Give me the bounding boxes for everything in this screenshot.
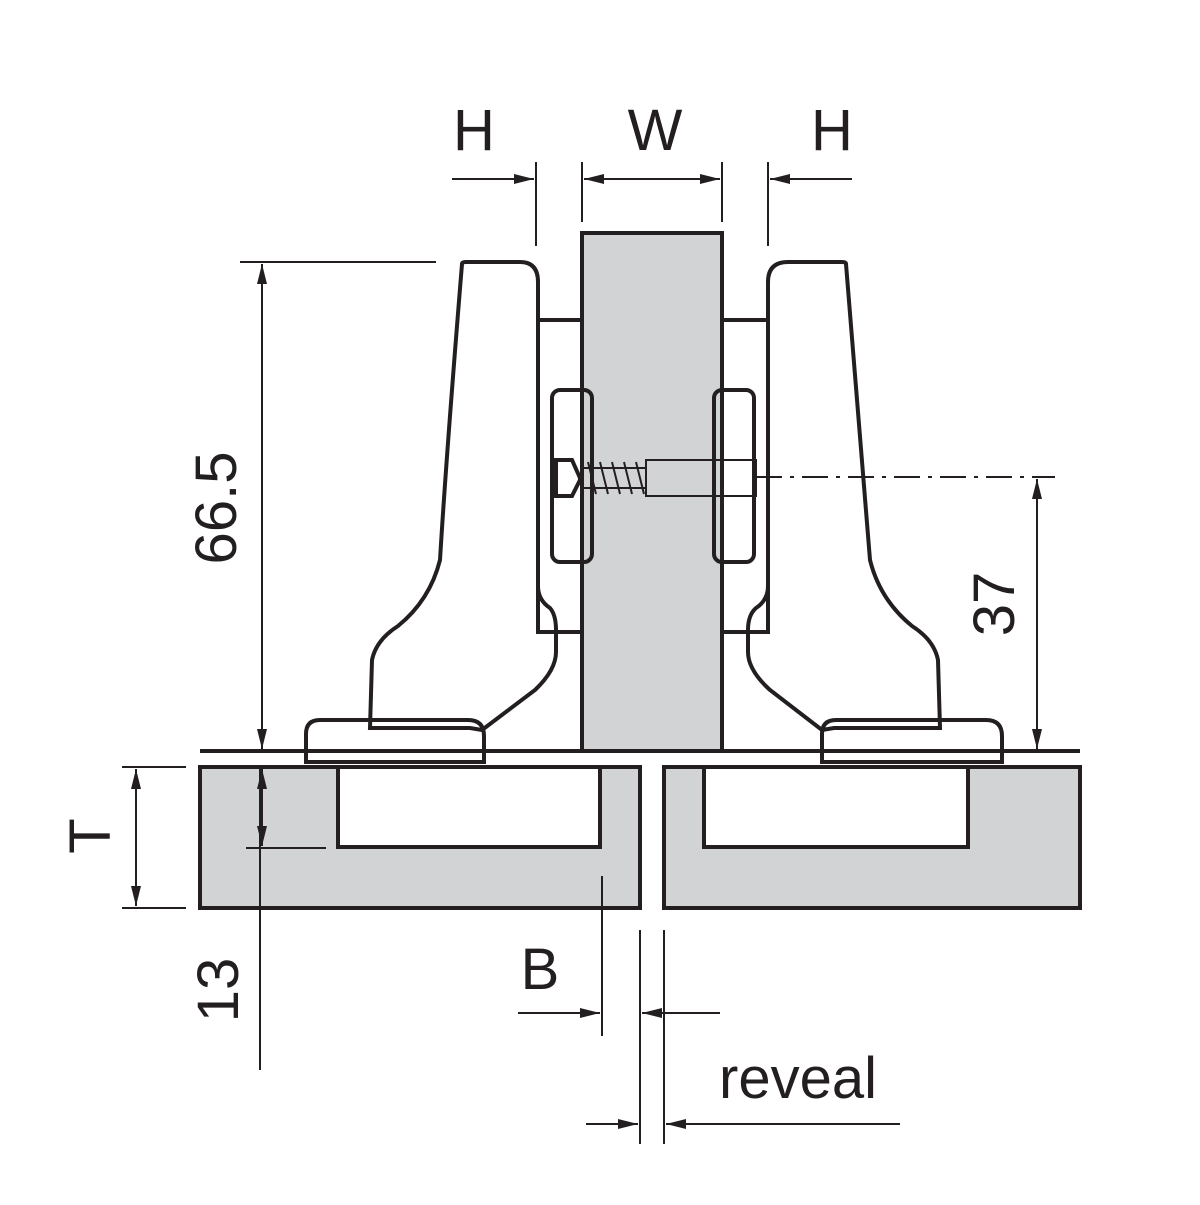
label-reveal: reveal: [719, 1046, 877, 1111]
dimension-labels: H W H 66.5 37 T 13 B reveal: [58, 98, 1027, 1111]
extension-lines: [122, 162, 769, 1144]
label-t: T: [58, 818, 123, 853]
label-37: 37: [962, 572, 1027, 637]
label-h-left: H: [453, 98, 495, 163]
label-13: 13: [186, 958, 251, 1023]
label-h-right: H: [811, 98, 853, 163]
dimension-arrows: [131, 174, 1042, 1129]
right-door: [662, 765, 1082, 910]
left-door: [198, 765, 642, 910]
label-w: W: [628, 98, 683, 163]
left-hinge: [304, 260, 594, 764]
cabinet-side-panel: [580, 231, 724, 753]
doors: [198, 765, 1082, 910]
label-b: B: [521, 937, 560, 1002]
right-hinge: [712, 260, 1004, 764]
label-66-5: 66.5: [184, 452, 249, 565]
